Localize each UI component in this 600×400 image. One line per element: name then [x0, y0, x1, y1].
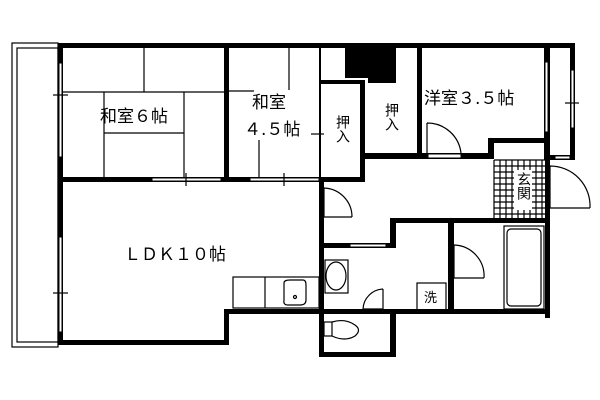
bathtub-icon	[503, 225, 545, 310]
closet-label-1: 押入	[334, 115, 350, 143]
room-label-washitsu-45: 和室	[252, 93, 286, 113]
door-toilet	[362, 288, 384, 310]
tatami-lines	[63, 48, 324, 177]
entrance-door	[549, 165, 591, 209]
room-label-washitsu-45-size: ４.５帖	[244, 120, 300, 140]
windows	[53, 61, 579, 333]
room-label-washitsu-6: 和室６帖	[100, 107, 168, 127]
balcony	[11, 42, 59, 348]
door-youshitsu	[426, 122, 462, 154]
washer-space	[416, 282, 447, 311]
kitchen-counter	[232, 276, 320, 309]
room-label-youshitsu: 洋室３.５帖	[424, 89, 514, 109]
washbasin-icon	[324, 259, 349, 294]
entrance-label: 玄関	[515, 171, 531, 201]
genkan-tiles	[493, 159, 545, 218]
door-ldk	[323, 187, 353, 218]
door-bath	[453, 244, 485, 279]
sink-icon	[283, 279, 307, 306]
closet-label-2: 押入	[383, 103, 399, 131]
doors	[323, 122, 591, 310]
entrance-label-bg	[514, 170, 532, 210]
washer-label: 洗	[424, 291, 437, 306]
room-label-ldk: ＬＤＫ１０帖	[124, 245, 226, 265]
toilet-icon	[323, 319, 360, 340]
